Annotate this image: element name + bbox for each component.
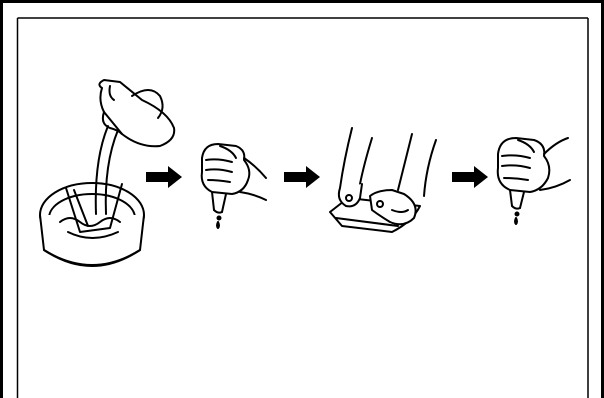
squeeze-drip-icon [202,144,266,228]
squeeze-drip-icon [498,138,570,224]
arrow-right-icon [452,166,488,188]
arrow-right-icon [284,166,320,188]
arrow-right-icon [146,166,182,188]
press-with-cloth-icon [330,128,436,232]
